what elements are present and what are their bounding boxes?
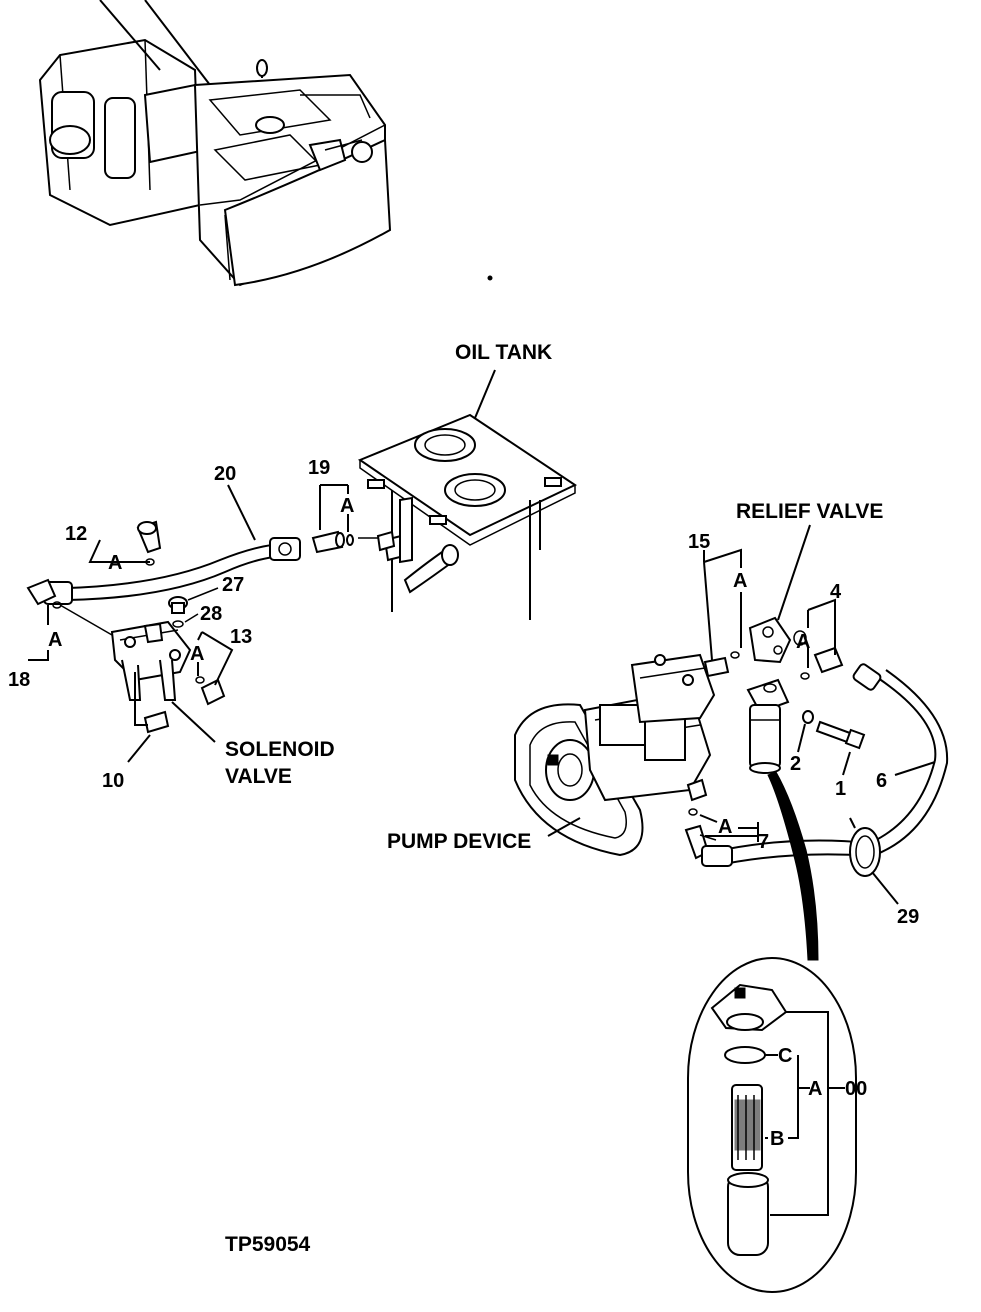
kit-a-filter: A bbox=[808, 1078, 822, 1100]
part-18-elbow bbox=[26, 578, 62, 609]
kit-a-18: A bbox=[48, 629, 62, 651]
kit-a-4: A bbox=[796, 631, 810, 653]
part-29-clamp bbox=[849, 817, 881, 877]
callout-7: 7 bbox=[758, 831, 769, 853]
kit-c: C bbox=[778, 1045, 792, 1067]
solenoid-valve bbox=[110, 620, 192, 701]
kit-a-13: A bbox=[190, 643, 204, 665]
part-10-fitting bbox=[143, 710, 170, 734]
oil-tank-label: OIL TANK bbox=[455, 341, 552, 364]
part-15-fitting bbox=[703, 651, 740, 678]
callout-10: 10 bbox=[102, 770, 124, 792]
excavator-overview bbox=[38, 0, 493, 287]
solenoid-valve-label-1: SOLENOID bbox=[225, 738, 335, 761]
pump-device-label: PUMP DEVICE bbox=[387, 830, 531, 853]
kit-a-19: A bbox=[340, 495, 354, 517]
relief-valve-label: RELIEF VALVE bbox=[736, 500, 883, 523]
kit-a-12: A bbox=[108, 552, 122, 574]
part-1-bolt bbox=[815, 720, 866, 750]
filter-bowl bbox=[727, 1172, 769, 1256]
callout-20: 20 bbox=[214, 463, 236, 485]
filter-element-b bbox=[731, 1084, 763, 1171]
kit-b: B bbox=[770, 1128, 784, 1150]
callout-19: 19 bbox=[308, 457, 330, 479]
part-2-oring bbox=[802, 710, 814, 724]
kit-a-7: A bbox=[718, 816, 732, 838]
callout-00: 00 bbox=[845, 1078, 867, 1100]
relief-valve bbox=[748, 616, 792, 664]
part-27-plug bbox=[168, 596, 188, 614]
kit-a-15: A bbox=[733, 570, 747, 592]
figure-id: TP59054 bbox=[225, 1233, 311, 1256]
filter-head bbox=[710, 983, 788, 1032]
pump-device bbox=[514, 653, 716, 857]
callout-15: 15 bbox=[688, 531, 710, 553]
part-12-elbow bbox=[136, 520, 162, 566]
callout-12: 12 bbox=[65, 523, 87, 545]
callout-4: 4 bbox=[830, 581, 842, 603]
hose-20 bbox=[43, 537, 301, 605]
callout-6: 6 bbox=[876, 770, 887, 792]
callout-28: 28 bbox=[200, 603, 222, 625]
callout-13: 13 bbox=[230, 626, 252, 648]
detail-pointer bbox=[767, 771, 819, 961]
callout-27: 27 bbox=[222, 574, 244, 596]
part-13-elbow bbox=[195, 676, 226, 706]
line-filter bbox=[746, 678, 790, 774]
part-28-oring bbox=[172, 620, 184, 628]
oil-tank bbox=[357, 413, 578, 620]
callout-2: 2 bbox=[790, 753, 801, 775]
callout-1: 1 bbox=[835, 778, 846, 800]
solenoid-valve-label-2: VALVE bbox=[225, 765, 292, 788]
part-19-fittings bbox=[311, 530, 396, 554]
filter-oring-c bbox=[724, 1046, 766, 1064]
callout-29: 29 bbox=[897, 906, 919, 928]
callout-18: 18 bbox=[8, 669, 30, 691]
hose-6 bbox=[701, 663, 949, 867]
